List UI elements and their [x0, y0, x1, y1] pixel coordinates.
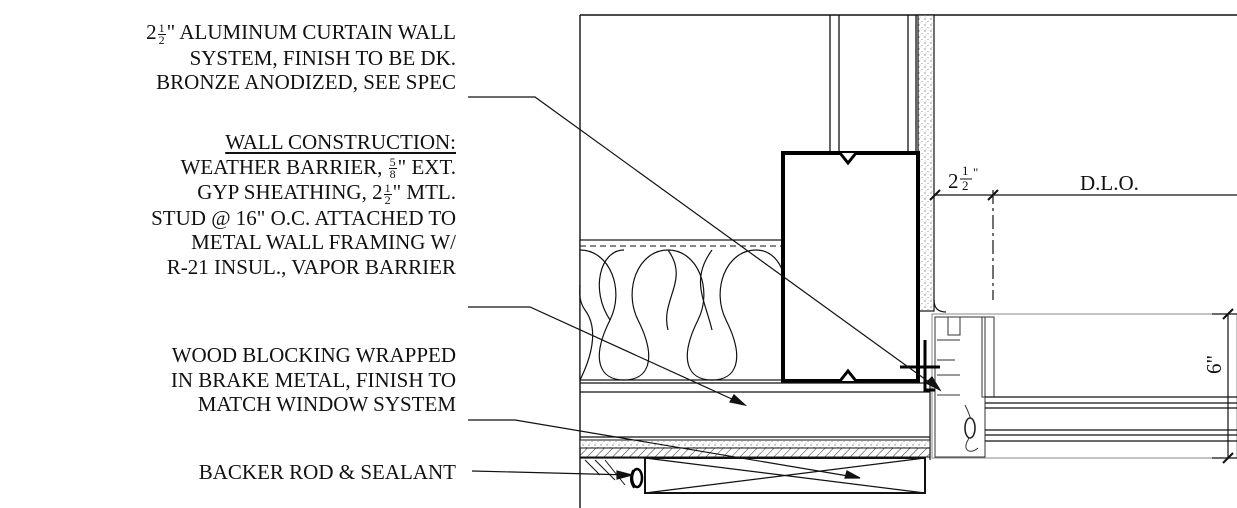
wood-blocking — [580, 457, 926, 494]
leader-wall-construction — [468, 306, 746, 406]
leader-wood-blocking — [468, 419, 861, 479]
note-text: " MTL. — [392, 180, 456, 205]
note-heading: WALL CONSTRUCTION: — [225, 130, 456, 154]
gyp-sheathing — [917, 14, 935, 312]
leader-arrow — [924, 376, 942, 392]
note-text: WEATHER BARRIER, — [180, 154, 383, 179]
dimension-lines — [929, 189, 1237, 464]
dimension-unit: " — [973, 165, 978, 180]
note-line: BACKER ROD & SEALANT — [198, 460, 456, 484]
fraction-numerator: 1 — [383, 180, 392, 195]
sill-hatch-band — [579, 447, 931, 458]
fraction-denominator: 2 — [158, 32, 165, 47]
fraction-numerator: 5 — [388, 155, 397, 170]
leader-arrow — [729, 394, 748, 407]
note-line: SYSTEM, FINISH TO BE DK. — [189, 45, 456, 70]
sheathing-corner — [933, 299, 947, 313]
leader-arrow — [616, 470, 635, 480]
dimension-numerator: 1 — [962, 163, 969, 178]
height-dimension-label: 6" — [1202, 355, 1226, 374]
note-line: METAL WALL FRAMING W/ — [191, 230, 456, 255]
leader-arrow — [844, 470, 861, 479]
note-line: R-21 INSUL., VAPOR BARRIER — [166, 254, 456, 279]
backer-rod — [630, 467, 644, 489]
fraction-denominator: 8 — [389, 167, 396, 182]
insulation-batt — [579, 239, 786, 381]
curtain-wall-frame — [931, 313, 1237, 459]
upper-stud — [829, 15, 917, 152]
leader-curtain-wall — [468, 96, 941, 391]
leader-backer-rod — [471, 470, 631, 476]
note-heading-line: WALL CONSTRUCTION: — [151, 130, 456, 155]
sill-finish-band — [579, 439, 931, 449]
dlo-label: D.L.O. — [1080, 171, 1139, 195]
note-line: MATCH WINDOW SYSTEM — [197, 392, 456, 416]
glazing-unit — [985, 396, 1237, 442]
note-line: STUD @ 16" O.C. ATTACHED TO — [151, 205, 456, 230]
leader-lines — [468, 96, 942, 480]
note-text: " ALUMINUM CURTAIN WALL — [166, 20, 456, 44]
clip-angle — [900, 340, 940, 392]
fraction-denominator: 2 — [384, 192, 391, 207]
sill-layers — [580, 382, 931, 460]
note-line: IN BRAKE METAL, FINISH TO — [170, 367, 456, 392]
note-line: WOOD BLOCKING WRAPPED — [171, 343, 456, 367]
note-text: 2 — [146, 20, 157, 44]
wood-blocking-note: WOOD BLOCKING WRAPPED IN BRAKE METAL, FI… — [171, 343, 456, 417]
edge-dimension-label: 2 1 2 " — [948, 163, 978, 193]
dimension-whole: 2 — [948, 169, 959, 193]
note-text: GYP SHEATHING, 2 — [197, 180, 383, 205]
backer-rod-note: BACKER ROD & SEALANT — [199, 460, 456, 485]
steel-tube — [781, 151, 920, 383]
dimension-denominator: 2 — [962, 178, 969, 193]
note-text: " EXT. — [397, 154, 456, 179]
note-line: BRONZE ANODIZED, SEE SPEC — [156, 70, 456, 95]
fraction-numerator: 1 — [157, 20, 166, 35]
